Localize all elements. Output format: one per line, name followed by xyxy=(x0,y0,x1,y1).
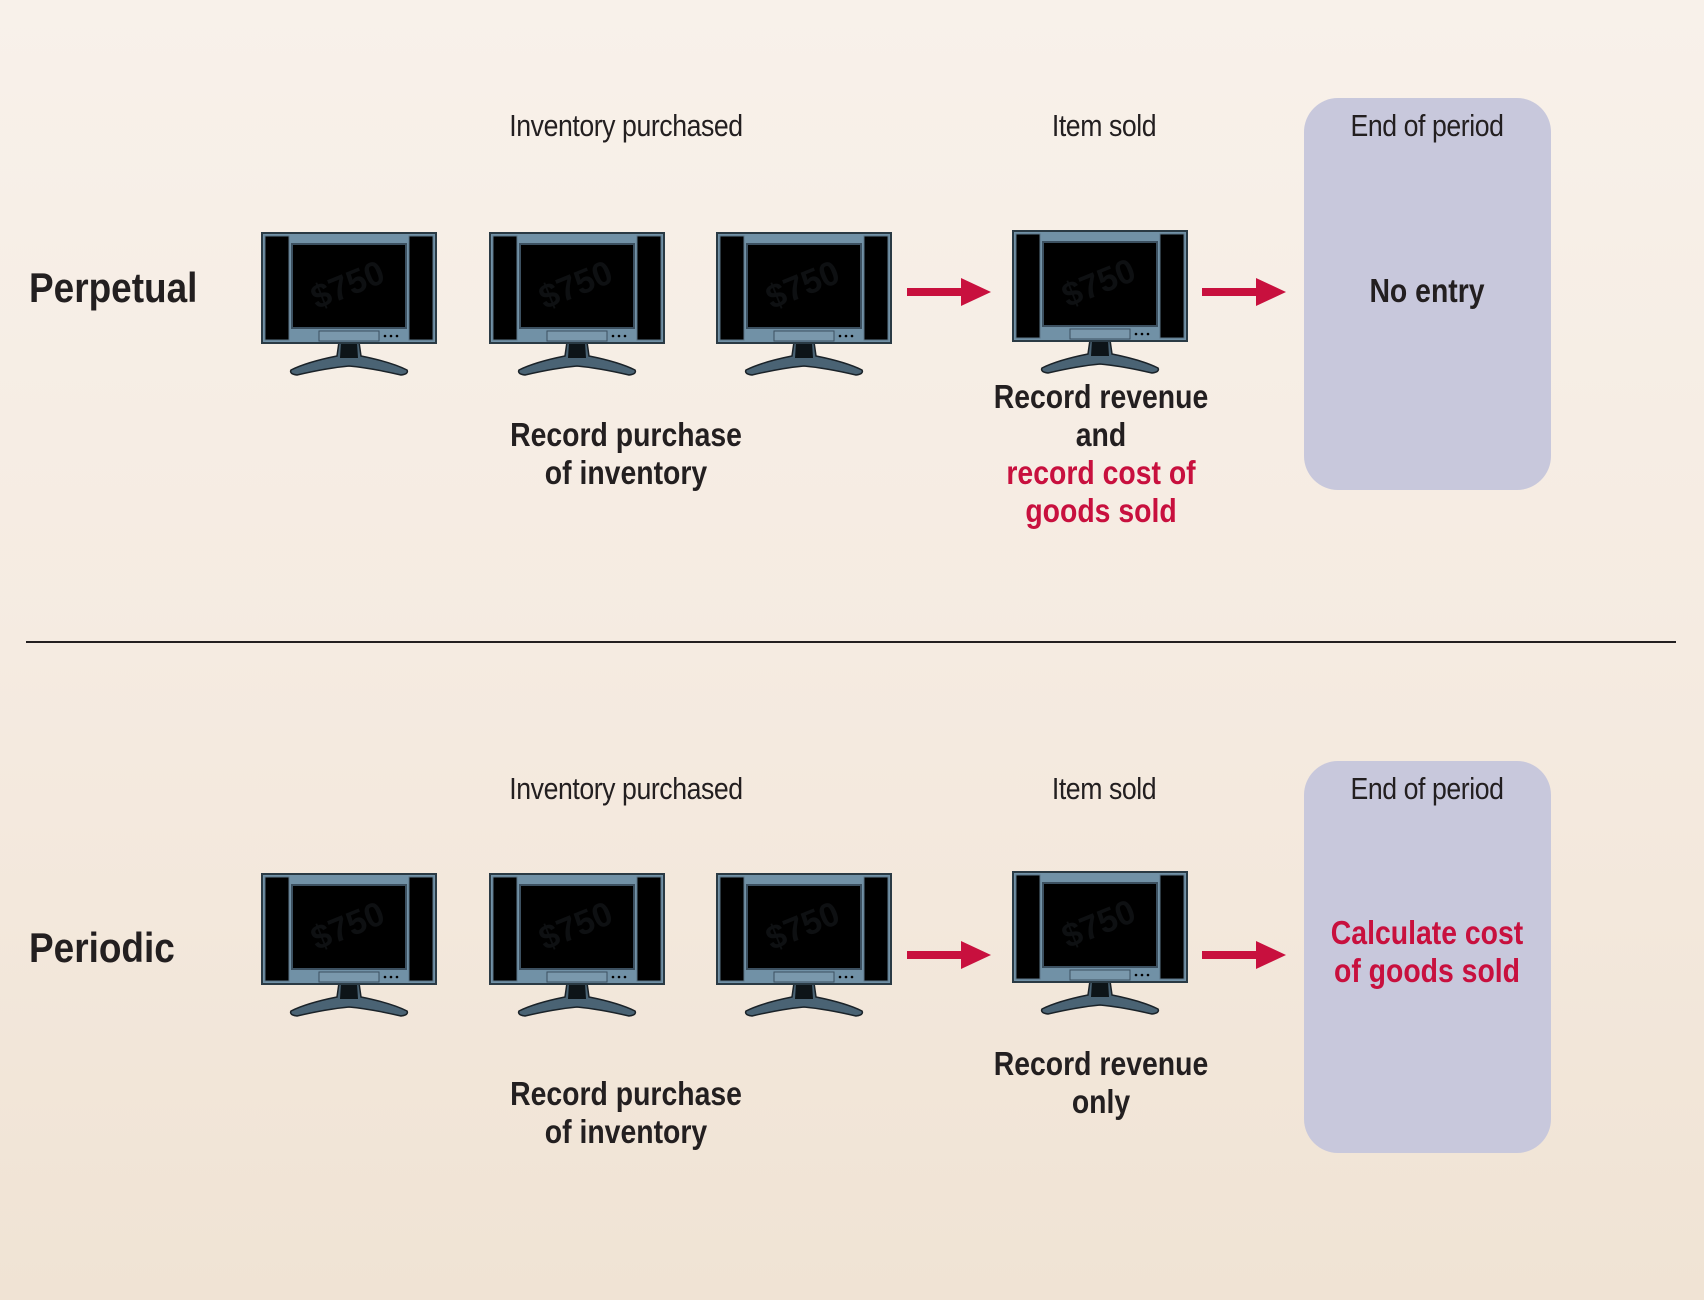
row-label-periodic: Periodic xyxy=(29,924,175,971)
sold-caption-line: only xyxy=(1071,1083,1131,1120)
tv-monitor-icon: $750 xyxy=(261,873,437,1017)
end-of-period-box xyxy=(1304,761,1551,1153)
end-of-period-text: No entry xyxy=(1369,272,1485,309)
tv-icon: $750 xyxy=(716,873,892,1022)
arrow-right-icon xyxy=(1202,278,1286,306)
tv-icon: $750 xyxy=(489,873,665,1022)
end-of-period-line: of goods sold xyxy=(1333,952,1521,989)
purchase-caption-line: of inventory xyxy=(544,1113,708,1150)
tv-icon: $750 xyxy=(489,232,665,381)
tv-icon-sold: $750 xyxy=(1012,871,1188,1020)
sold-caption-line: Record revenue xyxy=(993,1045,1209,1082)
row-label-perpetual: Perpetual xyxy=(29,264,198,311)
arrow-right-icon xyxy=(907,941,991,969)
tv-monitor-icon: $750 xyxy=(1012,230,1188,374)
tv-monitor-icon: $750 xyxy=(489,873,665,1017)
end-of-period-line: Calculate cost xyxy=(1330,914,1524,951)
purchase-caption: Record purchase of inventory xyxy=(510,416,742,492)
sold-caption-highlight: record cost of xyxy=(1006,454,1196,491)
tv-monitor-icon: $750 xyxy=(489,232,665,376)
arrow-right-icon xyxy=(1202,941,1286,969)
sold-caption: Record revenue only xyxy=(994,1045,1209,1121)
tv-icon-sold: $750 xyxy=(1012,230,1188,379)
header-item-sold: Item sold xyxy=(1051,771,1157,806)
header-end-of-period: End of period xyxy=(1350,771,1504,806)
arrow-right-icon xyxy=(1202,940,1286,975)
purchase-caption-line: of inventory xyxy=(544,454,708,491)
tv-monitor-icon: $750 xyxy=(261,232,437,376)
section-divider xyxy=(26,641,1676,643)
tv-monitor-icon: $750 xyxy=(716,873,892,1017)
header-item-sold: Item sold xyxy=(1051,108,1157,143)
header-end-of-period: End of period xyxy=(1350,108,1504,143)
header-inventory-purchased: Inventory purchased xyxy=(509,108,743,143)
sold-caption-line: Record revenue xyxy=(993,378,1209,415)
end-of-period-box xyxy=(1304,98,1551,490)
header-inventory-purchased: Inventory purchased xyxy=(509,771,743,806)
arrow-right-icon xyxy=(907,277,991,312)
end-of-period-text: Calculate cost of goods sold xyxy=(1331,914,1523,990)
tv-monitor-icon: $750 xyxy=(1012,871,1188,1015)
arrow-right-icon xyxy=(907,278,991,306)
tv-icon: $750 xyxy=(716,232,892,381)
tv-monitor-icon: $750 xyxy=(716,232,892,376)
sold-caption-line: and xyxy=(1075,416,1127,453)
sold-caption: Record revenue and record cost of goods … xyxy=(994,378,1209,530)
tv-icon: $750 xyxy=(261,232,437,381)
arrow-right-icon xyxy=(907,940,991,975)
purchase-caption-line: Record purchase xyxy=(510,1075,742,1112)
tv-icon: $750 xyxy=(261,873,437,1022)
sold-caption-highlight: goods sold xyxy=(1025,492,1177,529)
arrow-right-icon xyxy=(1202,277,1286,312)
purchase-caption-line: Record purchase xyxy=(510,416,742,453)
purchase-caption: Record purchase of inventory xyxy=(510,1075,742,1151)
